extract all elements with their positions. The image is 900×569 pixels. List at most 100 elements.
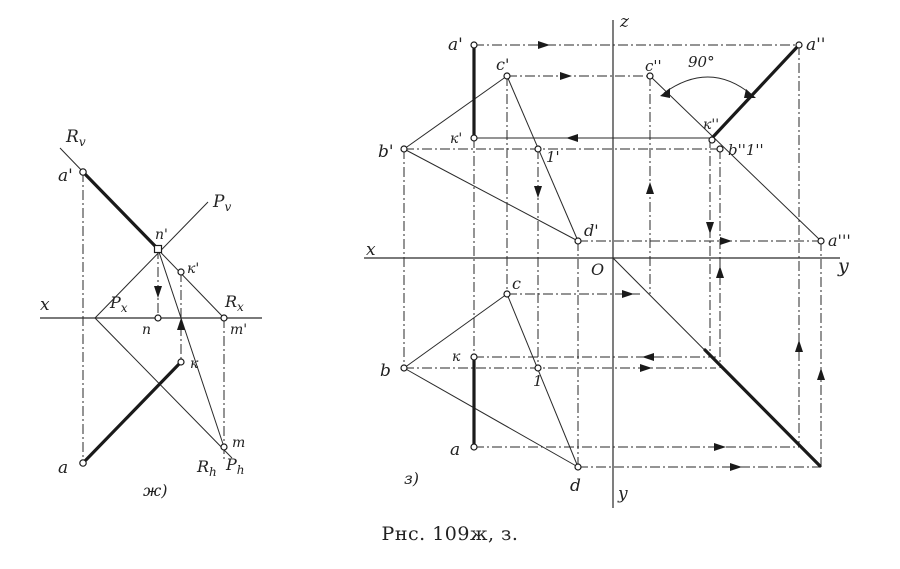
arrow-arc-start [660, 88, 670, 98]
label-x: x [366, 240, 376, 260]
label-kdprime: к'' [703, 117, 719, 133]
label-origin: O [591, 260, 604, 279]
label-cdprime: c'' [645, 57, 662, 75]
arrow-aprime-right [538, 41, 550, 49]
left-figure: Rv Pv a' n' к' x Px Rx n m' к a m Rh Ph … [40, 127, 262, 500]
edge-bprime-cprime [403, 75, 508, 150]
edge-c-d [506, 293, 579, 468]
arrow-b-right [640, 364, 652, 372]
arrow-cdprime-up [646, 182, 654, 194]
label-k: к [452, 349, 461, 365]
point-b [400, 364, 408, 372]
point-m [220, 443, 228, 451]
point-dprime [574, 237, 582, 245]
arrow-a-right [714, 443, 726, 451]
edge-bprime-dprime [403, 148, 579, 242]
label-x: x [40, 295, 50, 315]
label-b: b [380, 361, 391, 381]
arrow-d-right [730, 463, 742, 471]
angle-arc [663, 76, 753, 96]
point-cprime [503, 72, 511, 80]
point-cdprime [646, 72, 654, 80]
point-nprime [153, 244, 163, 254]
point-k [470, 353, 478, 361]
right-figure: z y y x O a' a'' 90° c' c'' b' к' к'' b'… [364, 12, 851, 508]
point-atprime [817, 237, 825, 245]
segment-aprime-nprime [81, 170, 160, 251]
label-y-right: y [837, 255, 849, 277]
label-aprime: a' [58, 166, 73, 186]
label-a: a [58, 458, 68, 478]
point-a [79, 459, 87, 467]
label-dprime: d' [584, 221, 599, 240]
label-kprime: к' [450, 131, 462, 147]
label-d: d [570, 476, 581, 496]
label-k: к [190, 356, 199, 372]
profile-trace [649, 75, 822, 242]
arrow-atprime-up [817, 368, 825, 380]
label-aprime: a' [448, 35, 463, 55]
point-d [574, 463, 582, 471]
point-adprime [795, 41, 803, 49]
label-1: 1 [533, 372, 543, 390]
arrow-adprime-up [795, 340, 803, 352]
label-atprime: a''' [828, 231, 851, 250]
label-n: n [142, 322, 151, 338]
arrow-cprime-right [560, 72, 572, 80]
label-m: m [232, 435, 245, 451]
point-kdprime [708, 136, 716, 144]
label-adprime: a'' [806, 35, 825, 55]
trace-pv [94, 201, 209, 319]
label-bprime: b' [378, 142, 394, 162]
edge-b-c [403, 293, 508, 369]
edge-cprime-dprime [506, 75, 579, 242]
point-bprime [400, 145, 408, 153]
point-mprime [220, 314, 228, 322]
line-nprime-m [157, 248, 225, 448]
label-mprime: m' [230, 322, 247, 338]
arrow-up-k [177, 318, 185, 330]
sub-label-zh: ж) [143, 481, 167, 500]
label-y-bottom: y [617, 484, 628, 504]
point-a [470, 443, 478, 451]
label-rh: Rh [196, 457, 217, 479]
point-c [503, 290, 511, 298]
trace-ph [94, 317, 233, 459]
label-cprime: c' [496, 55, 509, 74]
sub-label-z: з) [404, 469, 419, 488]
label-c: c [512, 274, 521, 293]
point-kprime [177, 268, 185, 276]
label-bdprime-1: b''1'' [728, 141, 764, 159]
arrow-bdprime-up [716, 266, 724, 278]
figure-caption: Рнс. 109ж, з. [381, 523, 519, 545]
label-nprime: n' [155, 227, 168, 243]
arrow-dprime-right [720, 237, 732, 245]
segment-a-k [81, 360, 183, 465]
arrow-k-left [642, 353, 654, 361]
label-rv: Rv [65, 127, 86, 149]
point-aprime [470, 41, 478, 49]
label-ph: Ph [225, 455, 245, 477]
segment-constant-bold [703, 348, 822, 468]
label-1prime: 1' [546, 148, 560, 166]
segment-adprime-kdprime [710, 43, 801, 140]
arrow-c-right [622, 290, 634, 298]
label-rx: Rx [224, 292, 244, 314]
arrow-arc-end [744, 89, 756, 98]
edge-b-d [403, 367, 579, 468]
label-a: a [450, 440, 460, 460]
label-z: z [619, 12, 630, 32]
point-k [177, 358, 185, 366]
point-aprime [79, 168, 87, 176]
label-pv: Pv [212, 192, 231, 214]
point-kprime [470, 134, 478, 142]
label-kprime: к' [187, 261, 199, 277]
arrow-kdprime-left [566, 134, 578, 142]
arrow-down-n [154, 286, 162, 298]
arrow-kdprime-down [706, 222, 714, 234]
point-1prime [534, 145, 542, 153]
label-angle: 90° [688, 53, 715, 71]
label-px: Px [109, 293, 128, 315]
point-1 [534, 364, 542, 372]
